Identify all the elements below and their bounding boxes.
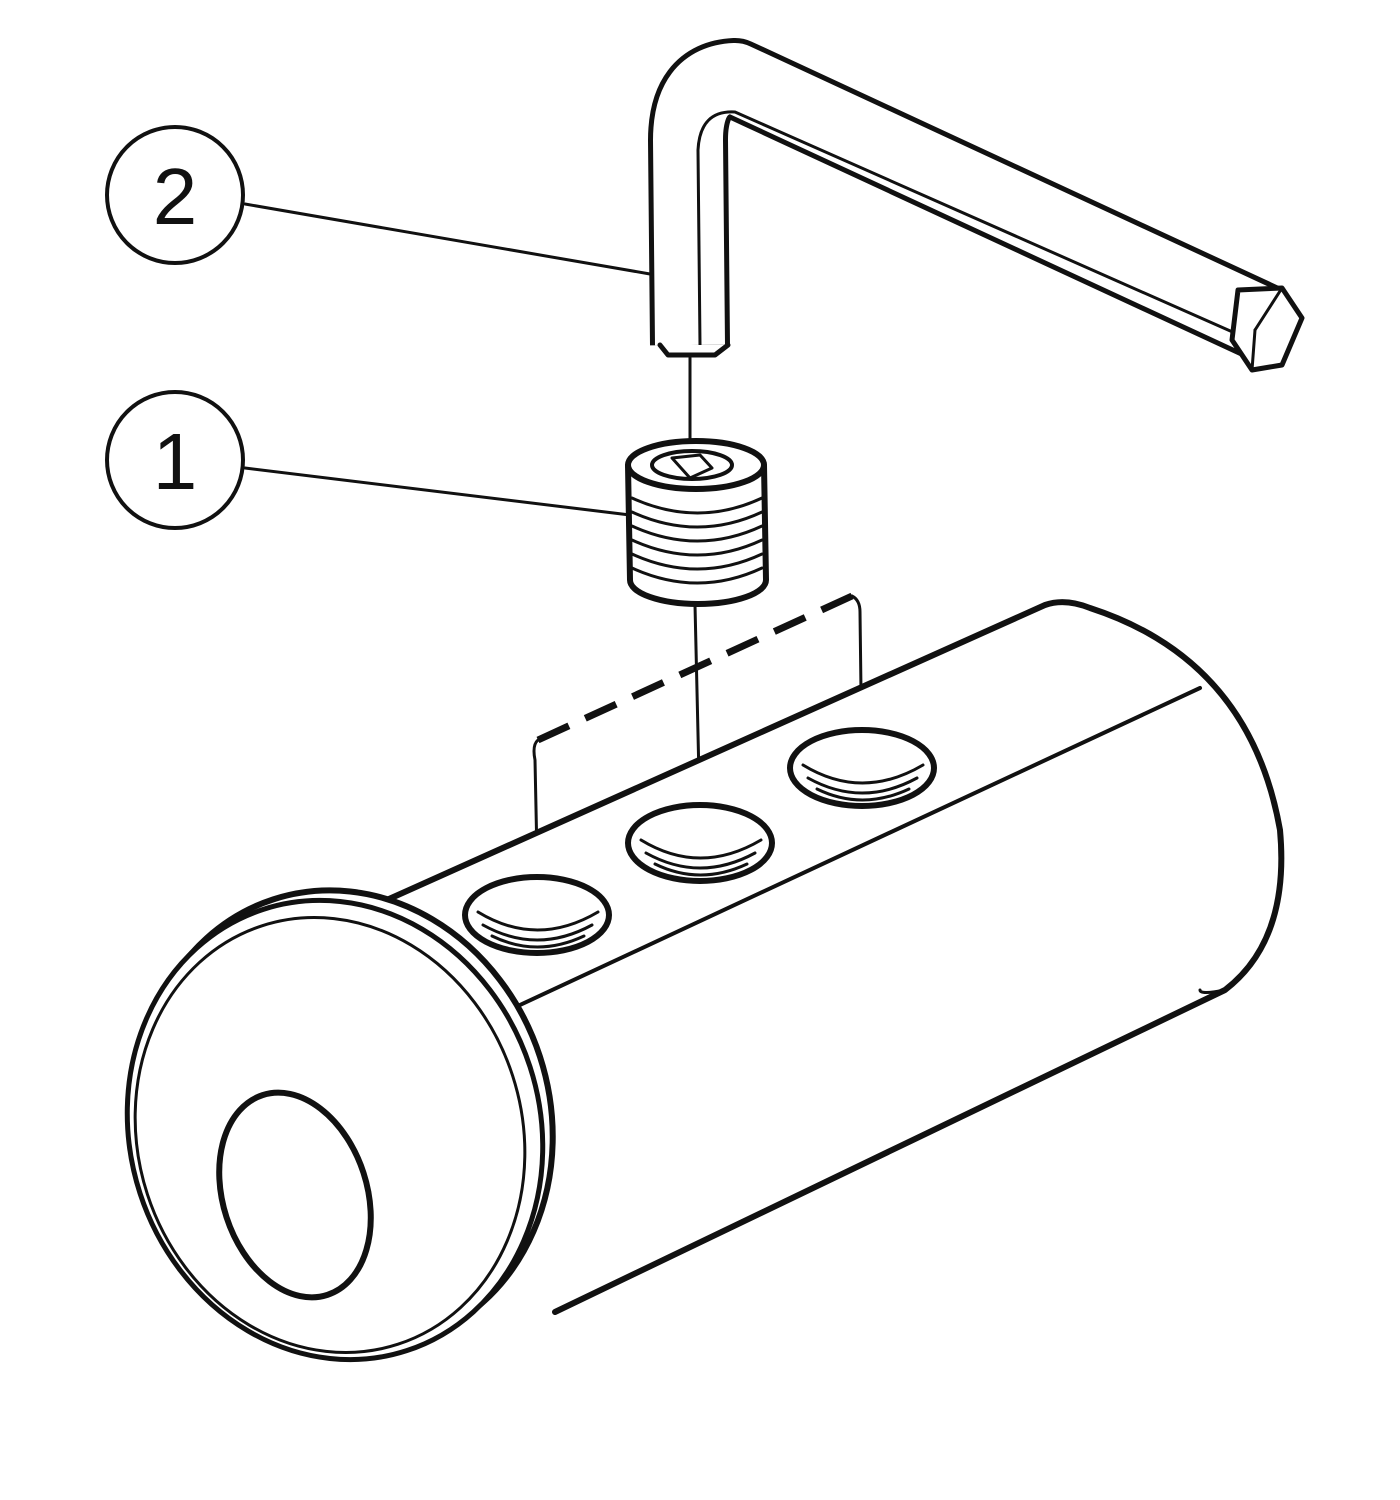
hex-key bbox=[648, 38, 1305, 373]
bore-hole bbox=[216, 1089, 374, 1301]
leader-line-2 bbox=[243, 202, 652, 276]
hole-alignment-bracket bbox=[532, 592, 864, 907]
threaded-hole bbox=[787, 727, 937, 809]
set-screw bbox=[625, 438, 769, 607]
callout-2-label: 2 bbox=[153, 152, 198, 241]
leader-line-1 bbox=[243, 466, 632, 517]
flange bbox=[124, 887, 556, 1363]
threaded-hole bbox=[625, 802, 775, 884]
callout-1-label: 1 bbox=[153, 417, 198, 506]
callout-1: 1 bbox=[105, 390, 632, 530]
threaded-holes bbox=[462, 727, 937, 956]
callout-2: 2 bbox=[105, 125, 652, 276]
threaded-hole bbox=[462, 874, 612, 956]
